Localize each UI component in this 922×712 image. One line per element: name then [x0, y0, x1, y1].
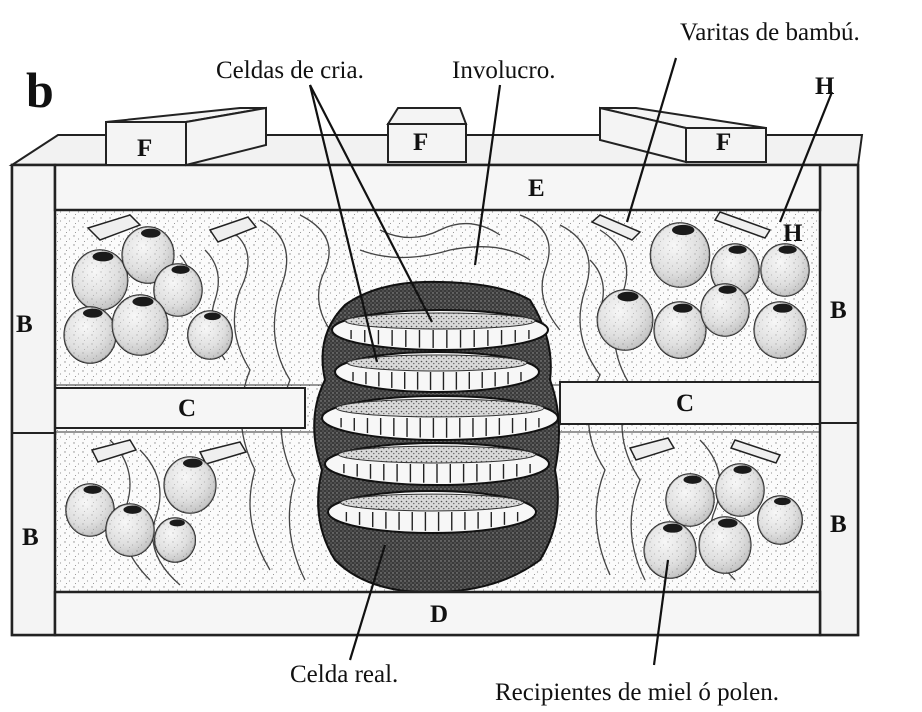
label-celdas-de-cria: Celdas de cria. [216, 57, 364, 84]
honey-pot [188, 311, 232, 359]
letter-h-inner: H [783, 220, 803, 247]
honey-pot [597, 290, 652, 350]
brood-comb-disc [328, 491, 536, 533]
honey-pot [754, 302, 806, 358]
letter-b-lower-right: B [830, 511, 847, 538]
letter-f-right: F [716, 129, 731, 156]
brood-comb-disc [335, 352, 539, 392]
letter-d: D [430, 601, 448, 628]
brood-comb-disc [322, 396, 558, 440]
honey-pot [164, 457, 216, 513]
brood-comb-disc [332, 310, 548, 350]
honey-pot [155, 518, 195, 562]
letter-b-upper-right: B [830, 297, 847, 324]
letter-f-center: F [413, 129, 428, 156]
label-celda-real: Celda real. [290, 661, 398, 688]
honey-pot [701, 284, 749, 336]
honey-pot [758, 496, 802, 544]
letter-b-upper-left: B [16, 311, 33, 338]
label-varitas-de-bambu: Varitas de bambú. [680, 19, 860, 46]
honey-pot [699, 517, 751, 573]
honey-pot [72, 250, 127, 310]
label-recipientes: Recipientes de miel ó polen. [495, 679, 779, 706]
label-involucro: Involucro. [452, 57, 555, 84]
letter-b-lower-left: B [22, 524, 39, 551]
honey-pot [654, 302, 706, 358]
brood-comb-disc [325, 443, 549, 485]
honey-pot [112, 295, 167, 355]
letter-e: E [528, 175, 545, 202]
letter-c-right: C [676, 390, 694, 417]
letter-h-top: H [815, 73, 835, 100]
honey-pot [106, 504, 154, 556]
honey-pot [666, 474, 714, 526]
honey-pot [651, 223, 710, 287]
letter-f-left: F [137, 135, 152, 162]
lid-blocks-f [106, 108, 766, 165]
honey-pot [716, 464, 764, 516]
letter-c-left: C [178, 395, 196, 422]
top-beam-e [55, 165, 820, 210]
honey-pot [64, 307, 116, 363]
panel-letter: b [26, 62, 54, 118]
honey-pot [644, 522, 696, 578]
honey-pot [761, 244, 809, 296]
